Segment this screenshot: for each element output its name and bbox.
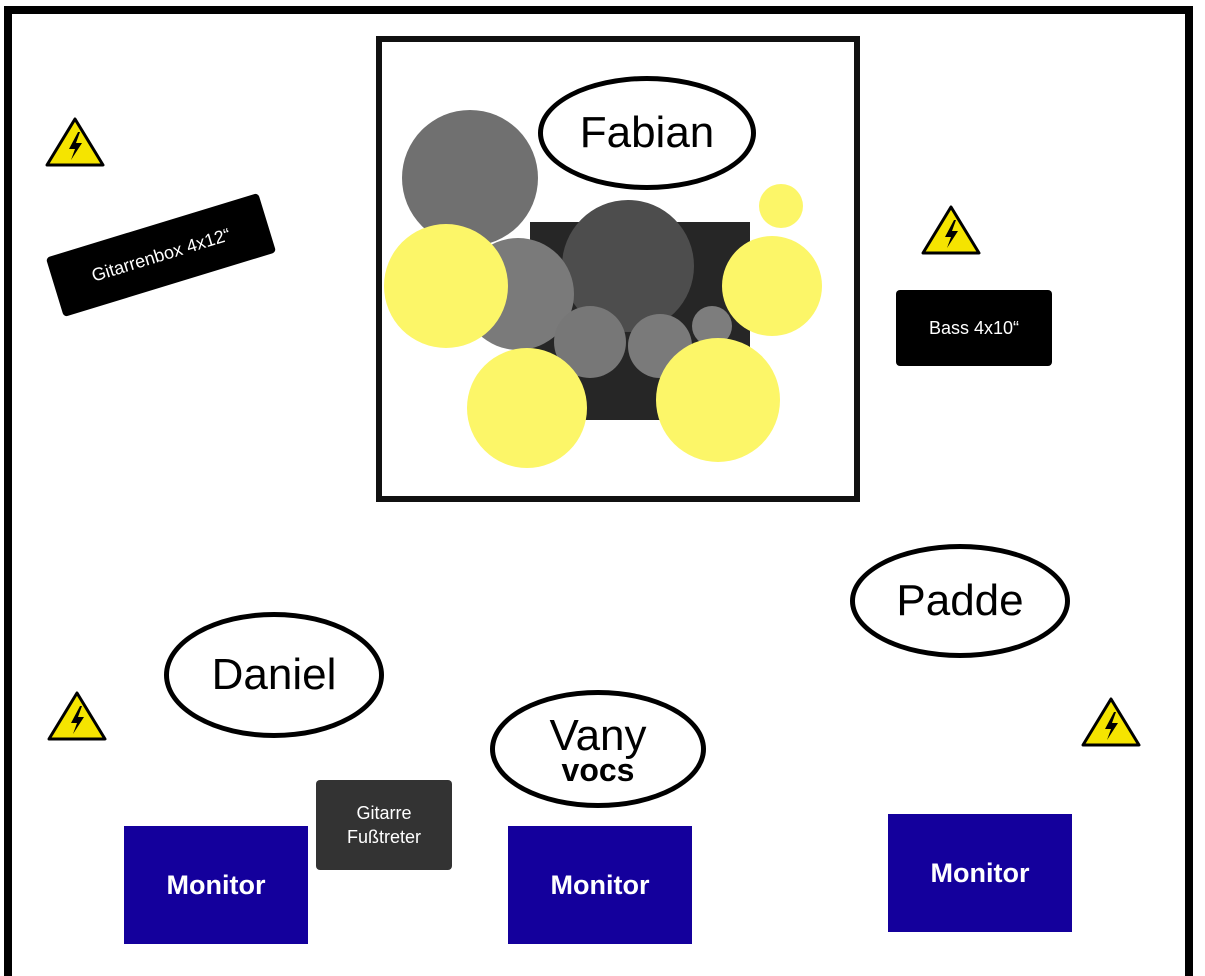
floor-tom (402, 110, 538, 246)
snare-drum (554, 306, 626, 378)
high-voltage-warning-icon (1081, 697, 1141, 747)
cymbal-left (384, 224, 508, 348)
monitor-center: Monitor (508, 826, 692, 944)
monitor-left: Monitor (124, 826, 308, 944)
monitor-left-label: Monitor (166, 869, 266, 900)
hi-hat (467, 348, 587, 468)
cymbal-ride (656, 338, 780, 462)
high-voltage-warning-icon (921, 205, 981, 255)
musician-guitar-oval: Daniel (164, 612, 384, 738)
high-voltage-warning-icon (47, 691, 107, 741)
pedalboard-line2: Fußtreter (346, 827, 421, 847)
musician-vocals-role: vocs (561, 751, 635, 788)
monitor-right: Monitor (888, 814, 1072, 932)
bass-drum (562, 200, 694, 332)
high-voltage-warning-icon (45, 117, 105, 167)
cymbal-right (722, 236, 822, 336)
cymbal-splash (759, 184, 803, 228)
bass-cab: Bass 4x10“ (896, 290, 1052, 366)
tom-mini (692, 306, 732, 346)
musician-drums-oval: Fabian (538, 76, 756, 190)
bass-cab-label: Bass 4x10“ (928, 317, 1020, 338)
musician-drums-name: Fabian (579, 108, 715, 157)
musician-vocals-name: Vany (549, 710, 647, 760)
musician-bass-name: Padde (896, 576, 1024, 625)
monitor-right-label: Monitor (930, 857, 1030, 888)
guitar-pedalboard: Gitarre Fußtreter (316, 780, 452, 870)
pedalboard-line1: Gitarre (356, 802, 412, 823)
musician-vocals-oval: Vany vocs (490, 690, 706, 808)
musician-guitar-name: Daniel (211, 650, 337, 699)
musician-bass-oval: Padde (850, 544, 1070, 658)
drum-riser (376, 36, 860, 502)
monitor-center-label: Monitor (550, 869, 650, 900)
stage-outline (4, 6, 1193, 976)
